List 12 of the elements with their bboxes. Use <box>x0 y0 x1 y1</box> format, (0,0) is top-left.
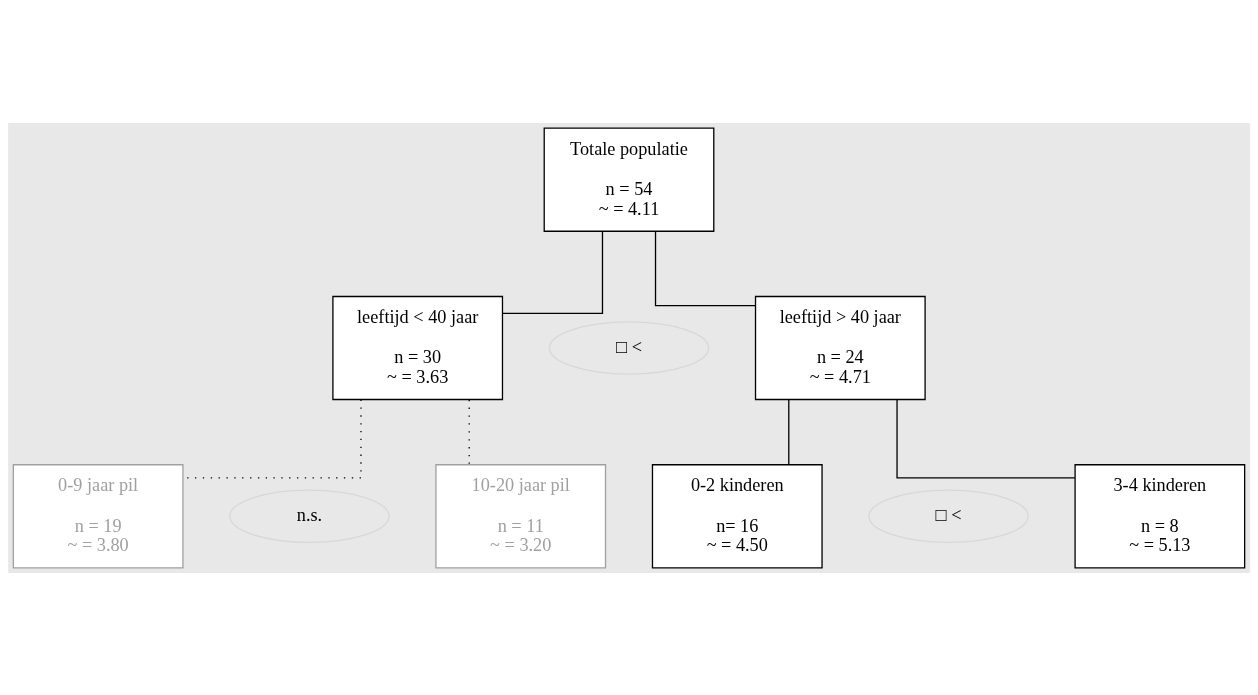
node-box: 10-20 jaar pil n = 11 ~ = 3.20 <box>435 463 607 568</box>
node-box: leeftijd < 40 jaar n = 30 ~ = 3.63 <box>332 295 504 400</box>
node-box: 0-9 jaar pil n = 19 ~ = 3.80 <box>12 463 184 568</box>
connector <box>501 230 604 314</box>
connector <box>468 398 470 465</box>
connector <box>654 230 757 306</box>
node-box: 3-4 kinderen n = 8 ~ = 5.13 <box>1074 463 1246 568</box>
node-box: leeftijd > 40 jaar n = 24 ~ = 4.71 <box>754 295 926 400</box>
node-box: 0-2 kinderen n= 16 ~ = 4.50 <box>651 463 823 568</box>
connector <box>788 398 790 465</box>
connector <box>896 398 1076 478</box>
node-box: Totale populatie n = 54 ~ = 4.11 <box>543 127 715 232</box>
